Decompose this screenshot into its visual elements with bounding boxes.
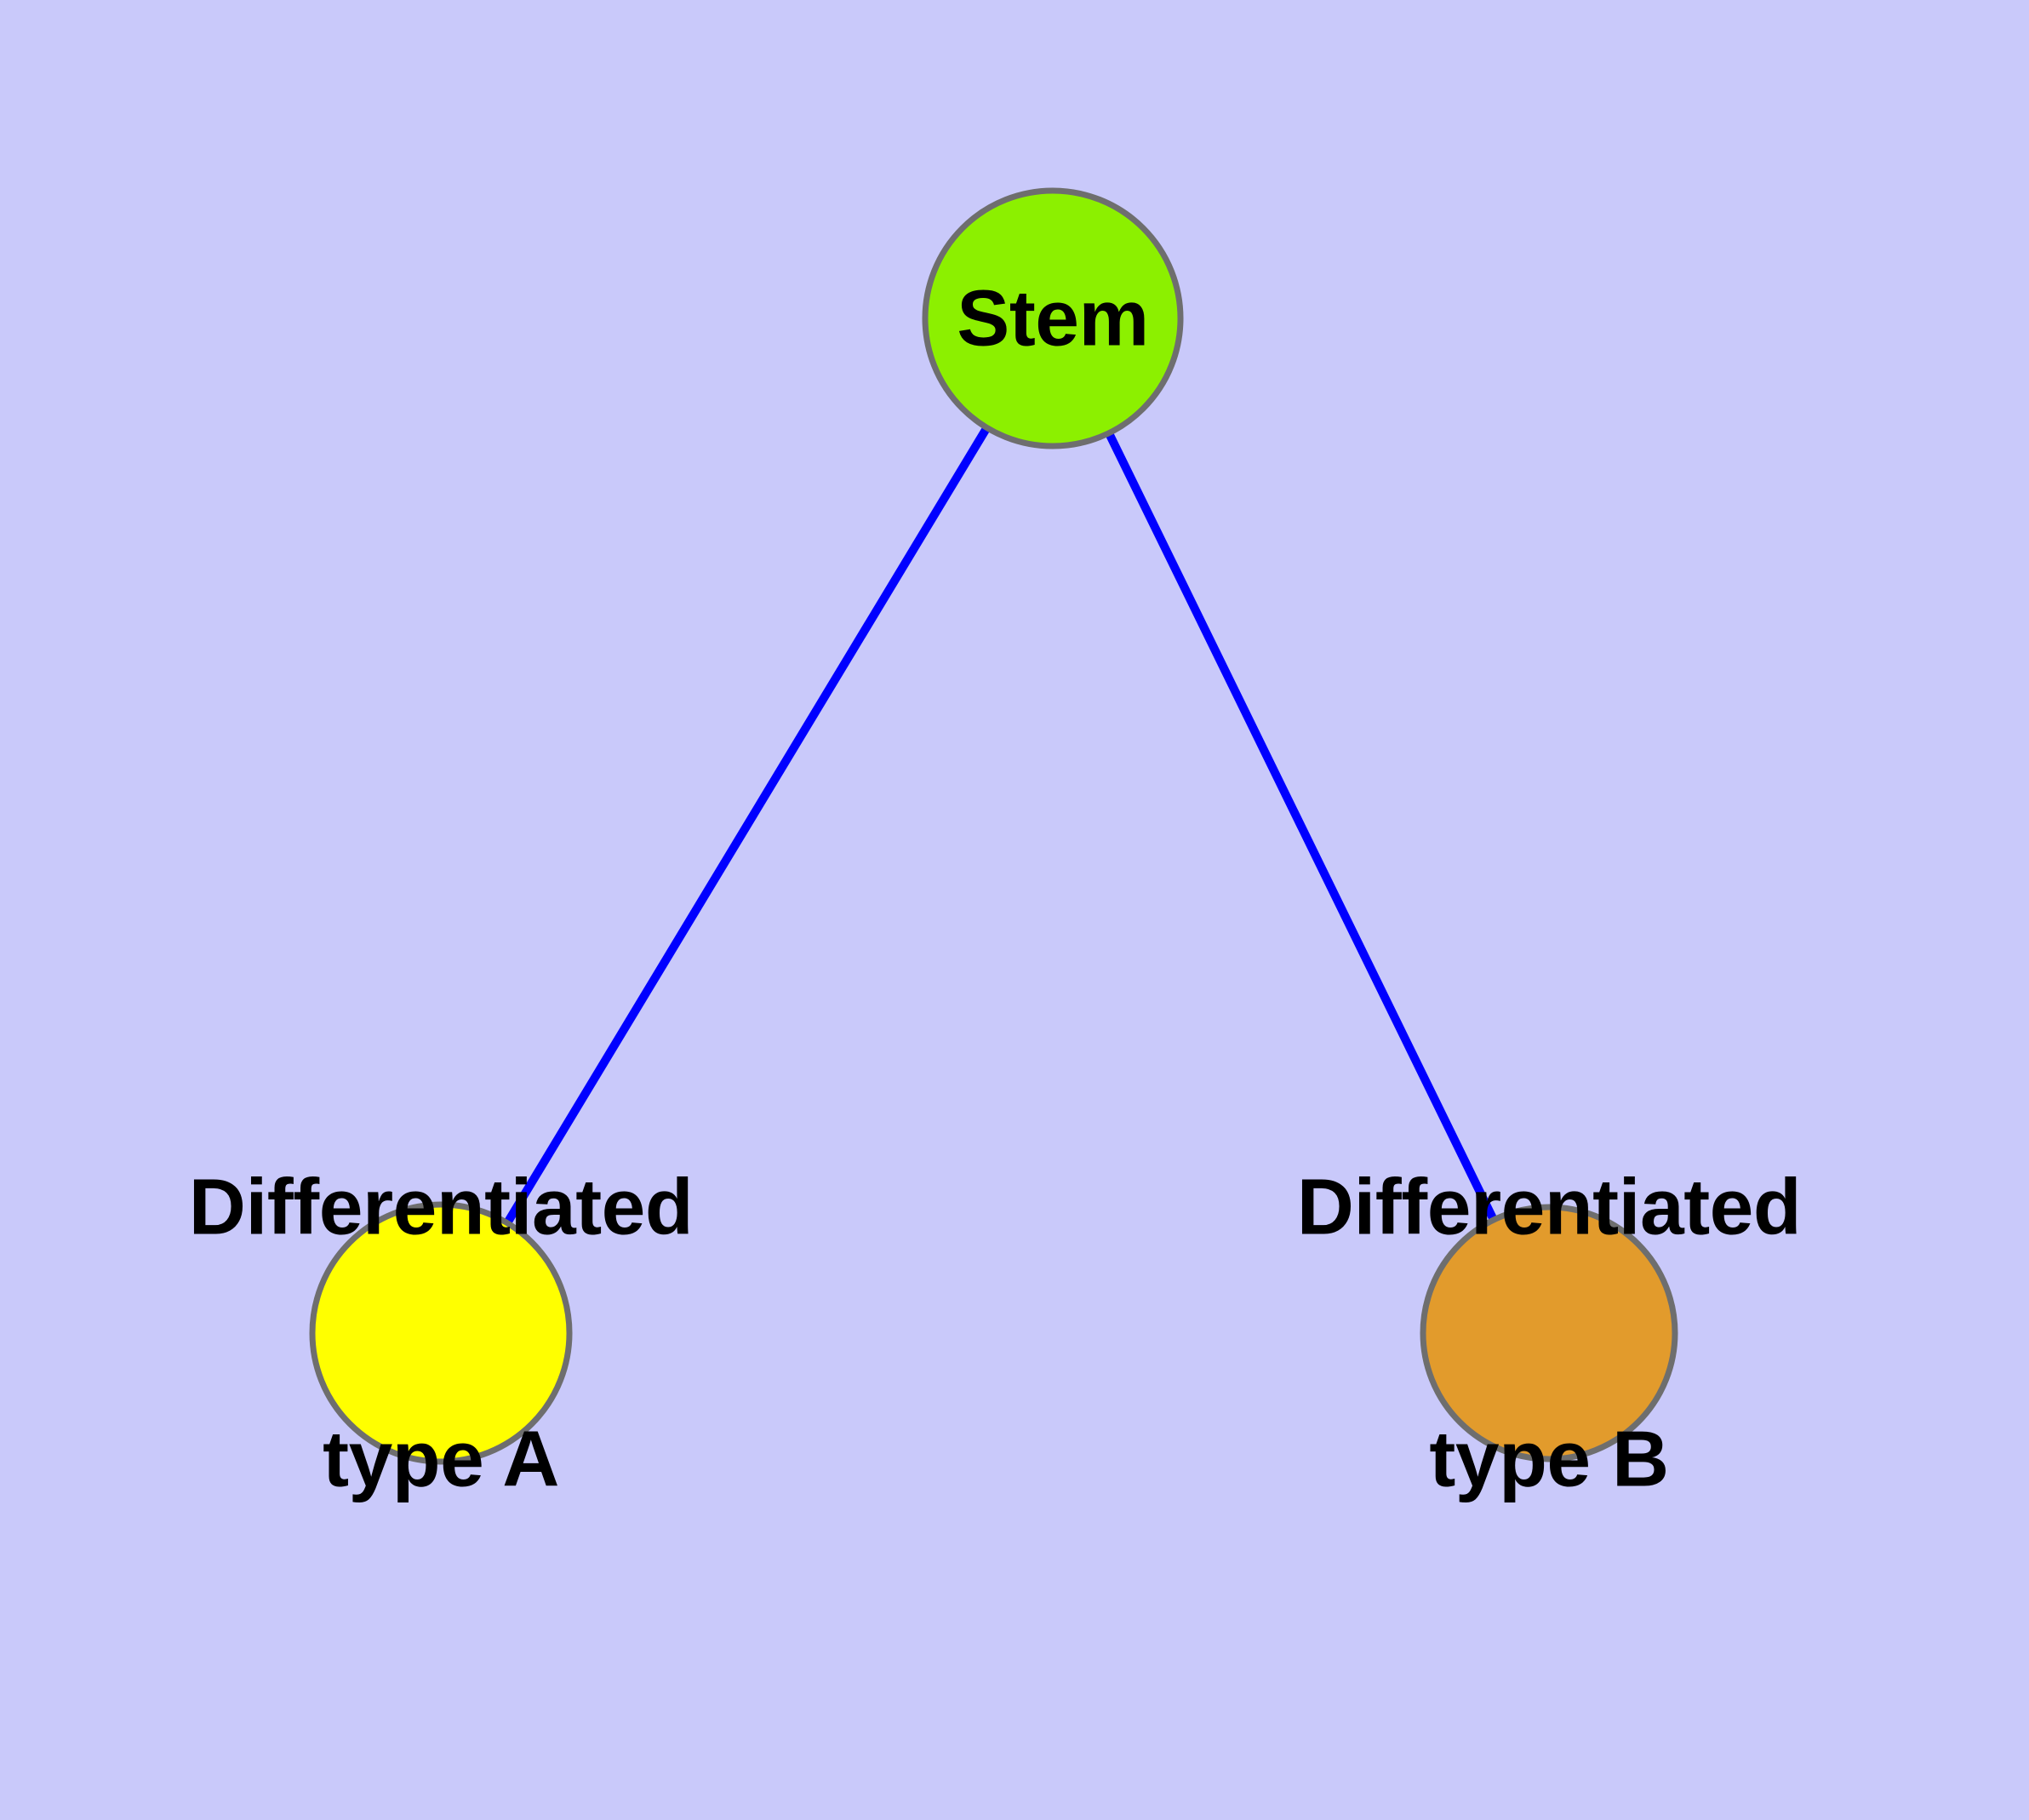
nodes-layer [309,187,1678,1465]
graph-edge-stem-diff_b [1049,316,1553,1336]
graph-edge-stem-diff_a [437,316,1057,1336]
graph-node-stem[interactable] [922,187,1184,449]
edges-layer [437,316,1553,1336]
graph-node-diff_a[interactable] [309,1201,573,1465]
graph-node-diff_b[interactable] [1420,1204,1678,1462]
